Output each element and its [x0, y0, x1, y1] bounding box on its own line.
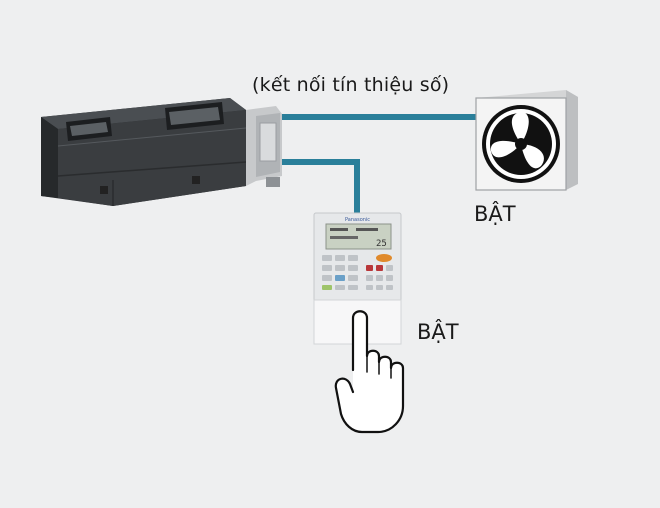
signal-connection-label: (kết nối tín thiệu số)	[252, 74, 450, 96]
cable-to-remote	[282, 159, 360, 214]
svg-text:Panasonic: Panasonic	[345, 217, 370, 223]
remote-state-label: BẬT	[417, 320, 459, 344]
ducted-ac-unit-icon	[41, 98, 282, 206]
pointing-hand-icon	[334, 310, 405, 434]
fan-state-label: BẬT	[474, 202, 516, 226]
remote-screen-temp: 25	[376, 239, 387, 249]
ventilation-fan-icon	[475, 90, 578, 191]
signal-cables	[282, 114, 476, 214]
